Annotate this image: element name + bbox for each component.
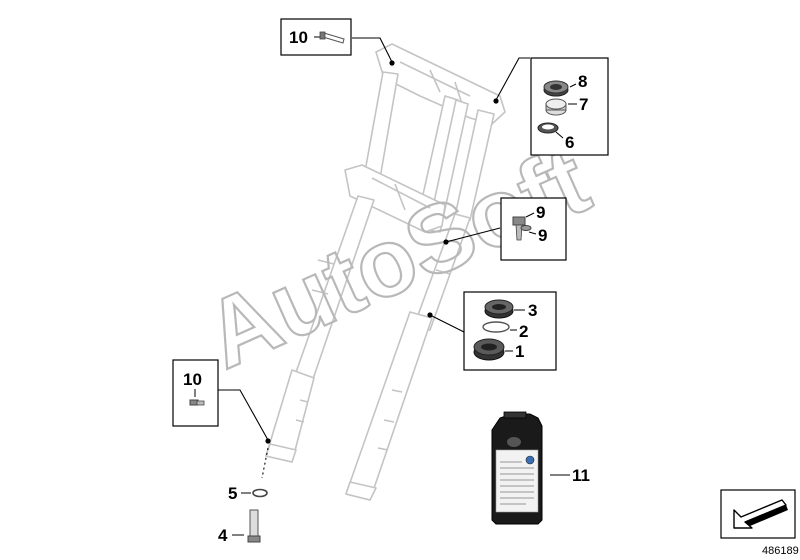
oil-bottle-icon [491, 411, 543, 525]
dust-seal-icon [484, 299, 514, 319]
callout-2[interactable]: 2 [519, 322, 528, 341]
seal-ring-icon [537, 122, 559, 134]
callout-3[interactable]: 3 [528, 301, 537, 320]
callout-5[interactable]: 5 [228, 484, 237, 503]
bearing-race-icon [543, 80, 569, 97]
callout-8[interactable]: 8 [578, 72, 587, 91]
retaining-ring-icon [482, 321, 510, 333]
callout-box-10-left: 10 [172, 359, 219, 427]
oil-seal-icon [473, 338, 505, 361]
callout-box-1-3: 3 2 1 [463, 291, 557, 371]
callout-1[interactable]: 1 [515, 342, 524, 361]
callout-9b[interactable]: 9 [538, 226, 547, 245]
callout-box-10-top: 10 [280, 18, 352, 56]
callout-7[interactable]: 7 [579, 95, 588, 114]
part-4-bolt: 4 [218, 509, 261, 545]
callout-box-6-8: 8 7 6 [530, 57, 609, 156]
bearing-ring-icon [545, 98, 567, 116]
callout-box-9: 9 9 [500, 197, 567, 261]
bolt-icon [319, 31, 345, 44]
leader-dots [265, 60, 499, 444]
callout-9a[interactable]: 9 [536, 203, 545, 222]
leader-lines [218, 37, 530, 479]
callout-10-left[interactable]: 10 [183, 370, 202, 389]
part-5-washer: 5 [228, 484, 268, 503]
callout-10-top[interactable]: 10 [289, 28, 308, 47]
callout-11[interactable]: 11 [572, 466, 590, 485]
fork-assembly-illustration [265, 43, 506, 501]
small-bolt-icon [189, 399, 205, 406]
washer-icon [520, 225, 532, 231]
screw-icon [512, 216, 526, 241]
callout-6[interactable]: 6 [565, 133, 574, 152]
diagram-id: 486189 [762, 545, 799, 557]
callout-4[interactable]: 4 [218, 526, 228, 545]
navigation-arrow-icon[interactable] [720, 489, 796, 539]
